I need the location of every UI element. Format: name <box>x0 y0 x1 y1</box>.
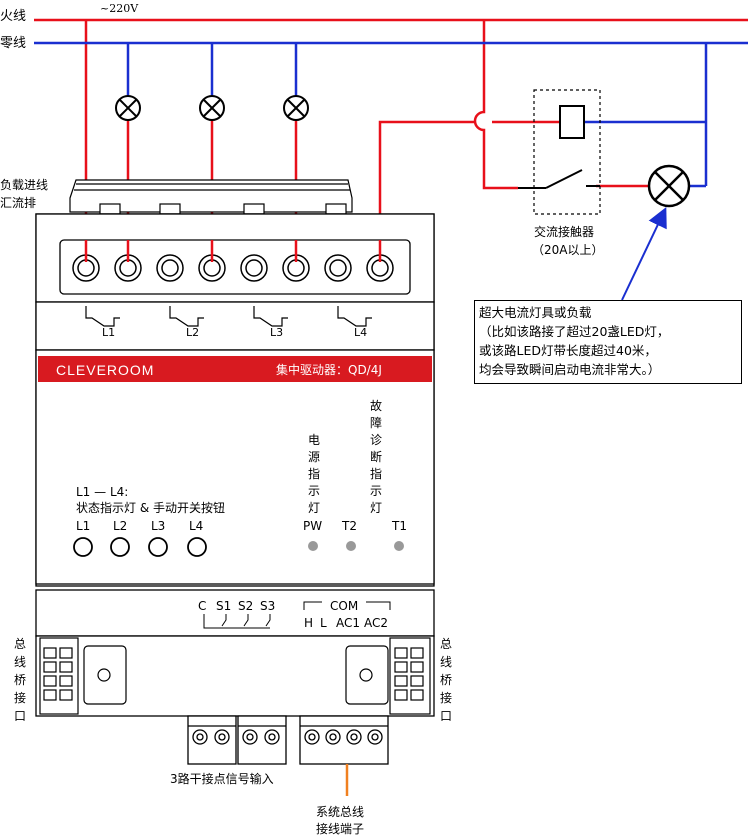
note-line-4: 均会导致瞬间启动电流非常大。） <box>479 362 661 377</box>
button-label-l4: L4 <box>189 519 203 533</box>
relay-contacts <box>85 306 372 327</box>
button-l1[interactable] <box>73 537 93 557</box>
svg-text:接: 接 <box>14 690 26 705</box>
bus-terminal-caption: 系统总线 <box>316 805 364 819</box>
svg-text:总: 总 <box>14 637 26 651</box>
bus-port-right-label: 总 线 桥 接 口 <box>440 637 452 723</box>
buttons-title: L1 — L4: <box>76 485 128 499</box>
contactor-symbol <box>518 89 601 215</box>
terminal-wires <box>84 240 382 262</box>
relay-label-l3: L3 <box>270 326 283 339</box>
input-label-s1: S1 <box>216 599 231 613</box>
buttons-desc: 状态指示灯 & 手动开关按钮 <box>76 500 225 515</box>
button-label-l1: L1 <box>76 519 90 533</box>
button-l2[interactable] <box>110 537 130 557</box>
contactor-label: 交流接触器 <box>534 224 594 239</box>
svg-text:断: 断 <box>370 449 382 464</box>
model-label: 集中驱动器：QD/4J <box>276 362 382 377</box>
note-line-1: 超大电流灯具或负载 <box>479 305 592 320</box>
bus-port-left-label: 总 线 桥 接 口 <box>14 637 26 723</box>
input-contacts <box>203 601 391 629</box>
busbar-label-2: 汇流排 <box>0 196 36 210</box>
relay-label-l4: L4 <box>354 326 367 339</box>
button-label-l2: L2 <box>113 519 127 533</box>
lamp-icon <box>283 95 309 121</box>
bus-port-right <box>345 637 431 715</box>
input-label-s3: S3 <box>260 599 275 613</box>
indicator-pw <box>308 541 318 551</box>
device-body <box>35 213 435 717</box>
svg-text:总: 总 <box>440 637 452 651</box>
arrow-icon <box>621 206 667 301</box>
fault-indicator-label: 故 障 诊 断 指 示 灯 <box>370 398 382 515</box>
brand-logo: CLEVEROOM <box>56 362 154 378</box>
input-label-c: C <box>198 599 206 613</box>
note-line-2: （比如该路接了超过20盏LED灯， <box>479 324 670 339</box>
indicator-t2 <box>346 541 356 551</box>
button-label-l3: L3 <box>151 519 165 533</box>
relay-label-l1: L1 <box>102 326 115 339</box>
svg-text:线: 线 <box>14 655 26 669</box>
lamp-icon <box>115 95 141 121</box>
lamp-icon <box>199 95 225 121</box>
svg-text:指: 指 <box>308 466 320 481</box>
svg-text:障: 障 <box>370 415 382 430</box>
busbar-comb <box>69 179 353 215</box>
com-pin-ac2: AC2 <box>364 616 388 630</box>
high-current-note: 超大电流灯具或负载 （比如该路接了超过20盏LED灯， 或该路LED灯带长度超过… <box>474 300 742 384</box>
com-title: COM <box>330 599 358 613</box>
bus-terminal <box>299 715 389 765</box>
live-line-label: 火线 <box>0 9 26 24</box>
svg-text:桥: 桥 <box>14 673 26 687</box>
svg-text:灯: 灯 <box>370 501 382 515</box>
svg-text:桥: 桥 <box>440 673 452 687</box>
svg-text:源: 源 <box>308 450 320 464</box>
svg-text:口: 口 <box>14 709 26 723</box>
dry-contact-caption: 3路干接点信号输入 <box>170 771 274 786</box>
button-l4[interactable] <box>187 537 207 557</box>
input-label-s2: S2 <box>238 599 253 613</box>
bus-terminal-caption-2: 接线端子 <box>316 821 364 836</box>
big-lamp-icon <box>647 164 691 208</box>
neutral-wiring <box>34 41 748 188</box>
bus-port-left <box>39 637 127 715</box>
svg-text:示: 示 <box>370 484 382 498</box>
svg-text:接: 接 <box>440 690 452 705</box>
button-l3[interactable] <box>148 537 168 557</box>
brand-bar <box>38 356 432 382</box>
com-pin-h: H <box>304 616 313 630</box>
indicator-label-pw: PW <box>303 519 322 533</box>
svg-text:口: 口 <box>440 709 452 723</box>
com-pin-l: L <box>320 616 327 630</box>
indicator-t1 <box>394 541 404 551</box>
power-indicator-label: 电 源 指 示 灯 <box>308 433 320 515</box>
svg-text:电: 电 <box>308 433 320 447</box>
busbar-label: 负载进线 <box>0 178 48 192</box>
svg-text:指: 指 <box>370 466 382 481</box>
neutral-line-label: 零线 <box>0 36 26 51</box>
com-pin-ac1: AC1 <box>336 616 360 630</box>
indicator-label-t1: T1 <box>391 519 407 533</box>
contactor-rating: （20A以上） <box>532 243 603 257</box>
svg-text:故: 故 <box>370 398 382 413</box>
indicator-label-t2: T2 <box>341 519 357 533</box>
voltage-label: ~220V <box>100 2 139 15</box>
svg-text:灯: 灯 <box>308 501 320 515</box>
relay-label-l2: L2 <box>186 326 199 339</box>
svg-text:示: 示 <box>308 484 320 498</box>
dry-contact-terminal <box>187 715 287 765</box>
svg-text:诊: 诊 <box>370 433 382 447</box>
note-line-3: 或该路LED灯带长度超过40米， <box>479 343 657 358</box>
svg-text:线: 线 <box>440 655 452 669</box>
